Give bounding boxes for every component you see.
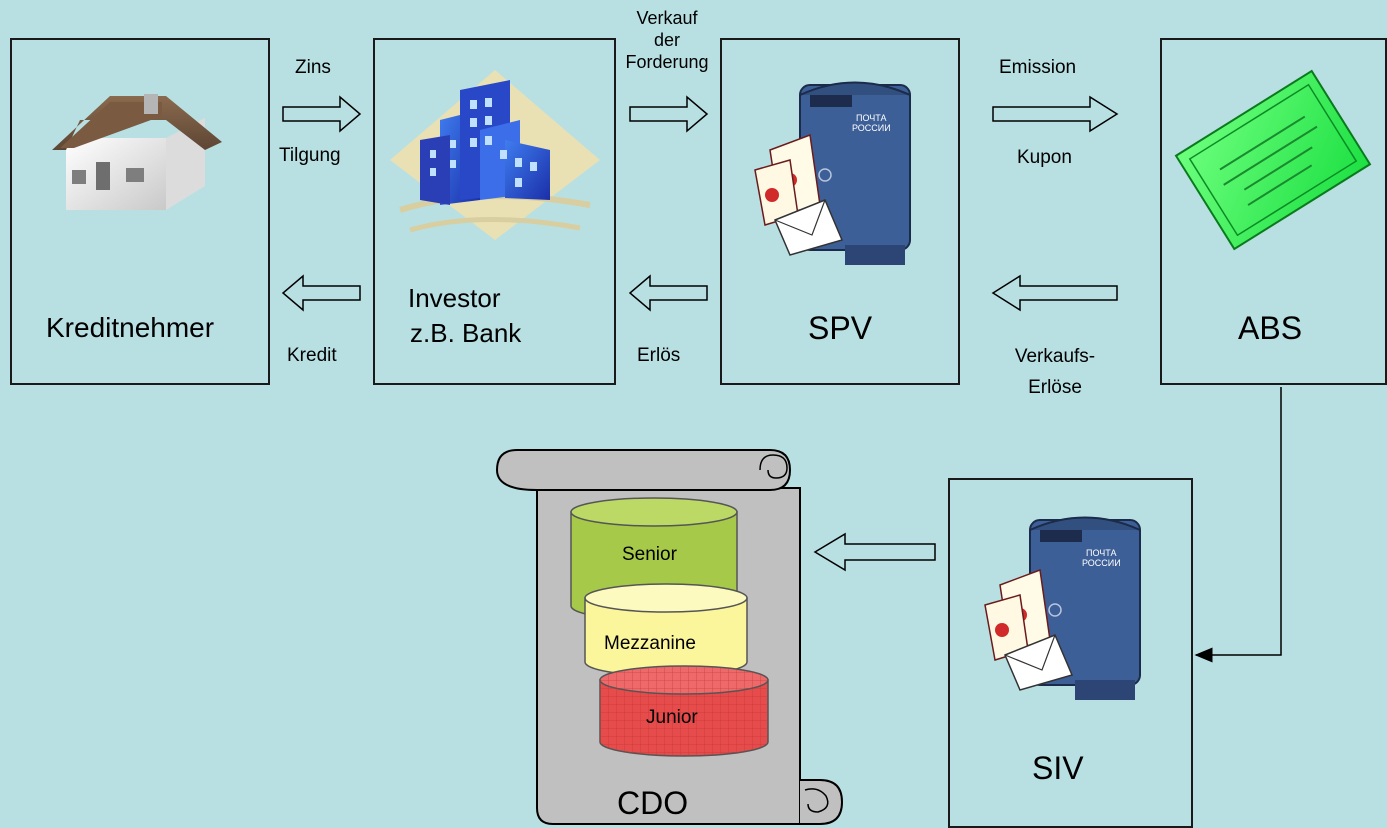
mailbox-text-1: ПОЧТА bbox=[856, 113, 886, 123]
abs-siv-connector bbox=[1194, 387, 1282, 663]
mailbox-siv-text-2: РОССИИ bbox=[1082, 558, 1121, 568]
arrow-siv-to-cdo bbox=[813, 532, 936, 572]
mailbox-siv-text-1: ПОЧТА bbox=[1086, 548, 1116, 558]
arrow-verkauf-right bbox=[629, 95, 709, 133]
abs-label: ABS bbox=[1238, 310, 1303, 346]
kreditnehmer-box bbox=[10, 38, 270, 385]
junior-label: Junior bbox=[646, 707, 698, 728]
verkauf-label-3: Forderung bbox=[625, 52, 709, 72]
arrow-erloes-left bbox=[628, 274, 708, 312]
buildings-icon bbox=[390, 70, 600, 240]
house-icon bbox=[52, 94, 222, 210]
verkauf-label-1: Verkauf bbox=[636, 8, 698, 28]
kredit-label: Kredit bbox=[287, 345, 337, 366]
zins-label: Zins bbox=[295, 57, 331, 78]
arrow-zins-right bbox=[282, 95, 362, 133]
arrow-verkaufserloese-left bbox=[991, 274, 1118, 312]
kupon-label: Kupon bbox=[1017, 147, 1072, 168]
verkauf-label-2: der bbox=[653, 30, 680, 50]
junior-cylinder bbox=[599, 665, 769, 757]
kreditnehmer-label: Kreditnehmer bbox=[46, 312, 215, 343]
siv-label: SIV bbox=[1032, 750, 1084, 786]
mezzanine-label: Mezzanine bbox=[604, 633, 696, 654]
verkaufserloese-label-2: Erlöse bbox=[1028, 377, 1082, 398]
investor-label-1: Investor bbox=[408, 283, 501, 313]
mailbox-icon-siv: ПОЧТА РОССИИ bbox=[984, 516, 1141, 700]
mailbox-text-2: РОССИИ bbox=[852, 123, 891, 133]
arrow-kredit-left bbox=[281, 274, 361, 312]
emission-label: Emission bbox=[999, 57, 1077, 78]
cdo-label: CDO bbox=[617, 785, 689, 821]
tilgung-label: Tilgung bbox=[279, 145, 341, 166]
senior-label: Senior bbox=[622, 544, 677, 565]
mezzanine-cylinder bbox=[584, 583, 748, 677]
erloes-label: Erlös bbox=[637, 345, 681, 366]
investor-label-2: z.B. Bank bbox=[410, 318, 522, 348]
verkaufserloese-label-1: Verkaufs- bbox=[1014, 346, 1096, 367]
mailbox-icon: ПОЧТА РОССИИ bbox=[754, 81, 911, 265]
certificate-icon bbox=[1174, 69, 1372, 251]
spv-label: SPV bbox=[808, 310, 873, 346]
arrow-emission-right bbox=[992, 95, 1119, 133]
